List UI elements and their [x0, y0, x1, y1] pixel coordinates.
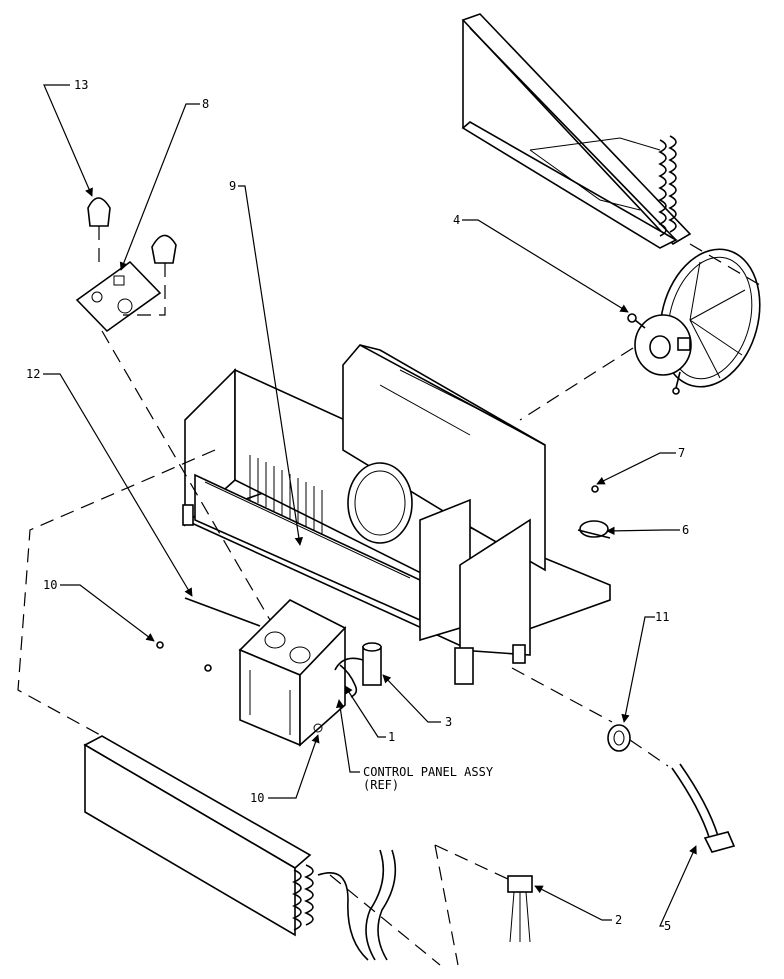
callout-5: 5: [664, 919, 671, 933]
callout-4: 4: [453, 213, 460, 227]
capacitor-bracket: [339, 664, 358, 698]
knob-left: [87, 197, 111, 227]
knob-right: [151, 234, 177, 264]
leader-control-panel: [335, 699, 360, 773]
leader-4: [462, 219, 629, 313]
leader-13: [43, 84, 93, 197]
callout-7: 7: [678, 446, 685, 460]
leader-8: [119, 103, 200, 271]
screw-10-lower: [204, 664, 212, 672]
alignment-line-cord: [629, 739, 669, 767]
control-overlay: [75, 260, 162, 333]
control-panel-ref: (REF): [363, 778, 399, 792]
capacitor: [334, 642, 382, 686]
thermostat: [577, 520, 611, 539]
callout-10-left: 10: [43, 578, 57, 592]
leader-10-left: [60, 584, 155, 642]
callout-9: 9: [229, 179, 236, 193]
knob-axis-right: [123, 263, 166, 316]
relay-switch: [507, 875, 533, 943]
alignment-line-right: [511, 667, 613, 723]
overlay-axis: [101, 330, 271, 621]
power-cord: [671, 763, 736, 853]
leader-7: [596, 452, 676, 485]
coil-tubes: [658, 135, 677, 237]
leader-5: [659, 845, 697, 927]
leader-3: [382, 674, 441, 723]
fan-motor: [627, 313, 692, 395]
mounting-strip: [184, 597, 261, 627]
fan-axis-line: [689, 243, 761, 286]
leader-1: [344, 685, 386, 738]
alignment-line-coil: [329, 874, 441, 966]
screw-10-left: [156, 641, 164, 649]
leader-10-lower: [268, 734, 320, 799]
leader-12: [43, 373, 193, 597]
evaporator-fins: [249, 455, 323, 535]
callout-12: 12: [26, 367, 40, 381]
alignment-line-relay: [434, 844, 511, 881]
alignment-line-left: [17, 449, 216, 737]
leader-9: [238, 185, 304, 546]
unit-chassis: [182, 343, 611, 685]
leader-6: [606, 526, 680, 536]
control-panel-label: CONTROL PANEL ASSY: [363, 765, 494, 779]
callout-8: 8: [202, 97, 209, 111]
callout-6: 6: [682, 523, 689, 537]
callout-10-lower: 10: [250, 791, 264, 805]
screw-7: [591, 485, 599, 493]
grommet: [607, 724, 631, 752]
leader-2: [534, 885, 612, 921]
evaporator-coil-tubes: [291, 864, 314, 931]
control-panel-assy: [238, 599, 347, 747]
leader-11: [621, 616, 655, 723]
callout-13: 13: [74, 78, 88, 92]
evaporator-coil: [83, 735, 397, 961]
callout-11: 11: [655, 610, 669, 624]
callout-1: 1: [388, 730, 395, 744]
callout-3: 3: [445, 715, 452, 729]
callout-2: 2: [615, 913, 622, 927]
motor-axis-line: [519, 347, 634, 421]
condenser-coil: [461, 13, 692, 249]
alignment-line-bottom: [434, 844, 459, 966]
